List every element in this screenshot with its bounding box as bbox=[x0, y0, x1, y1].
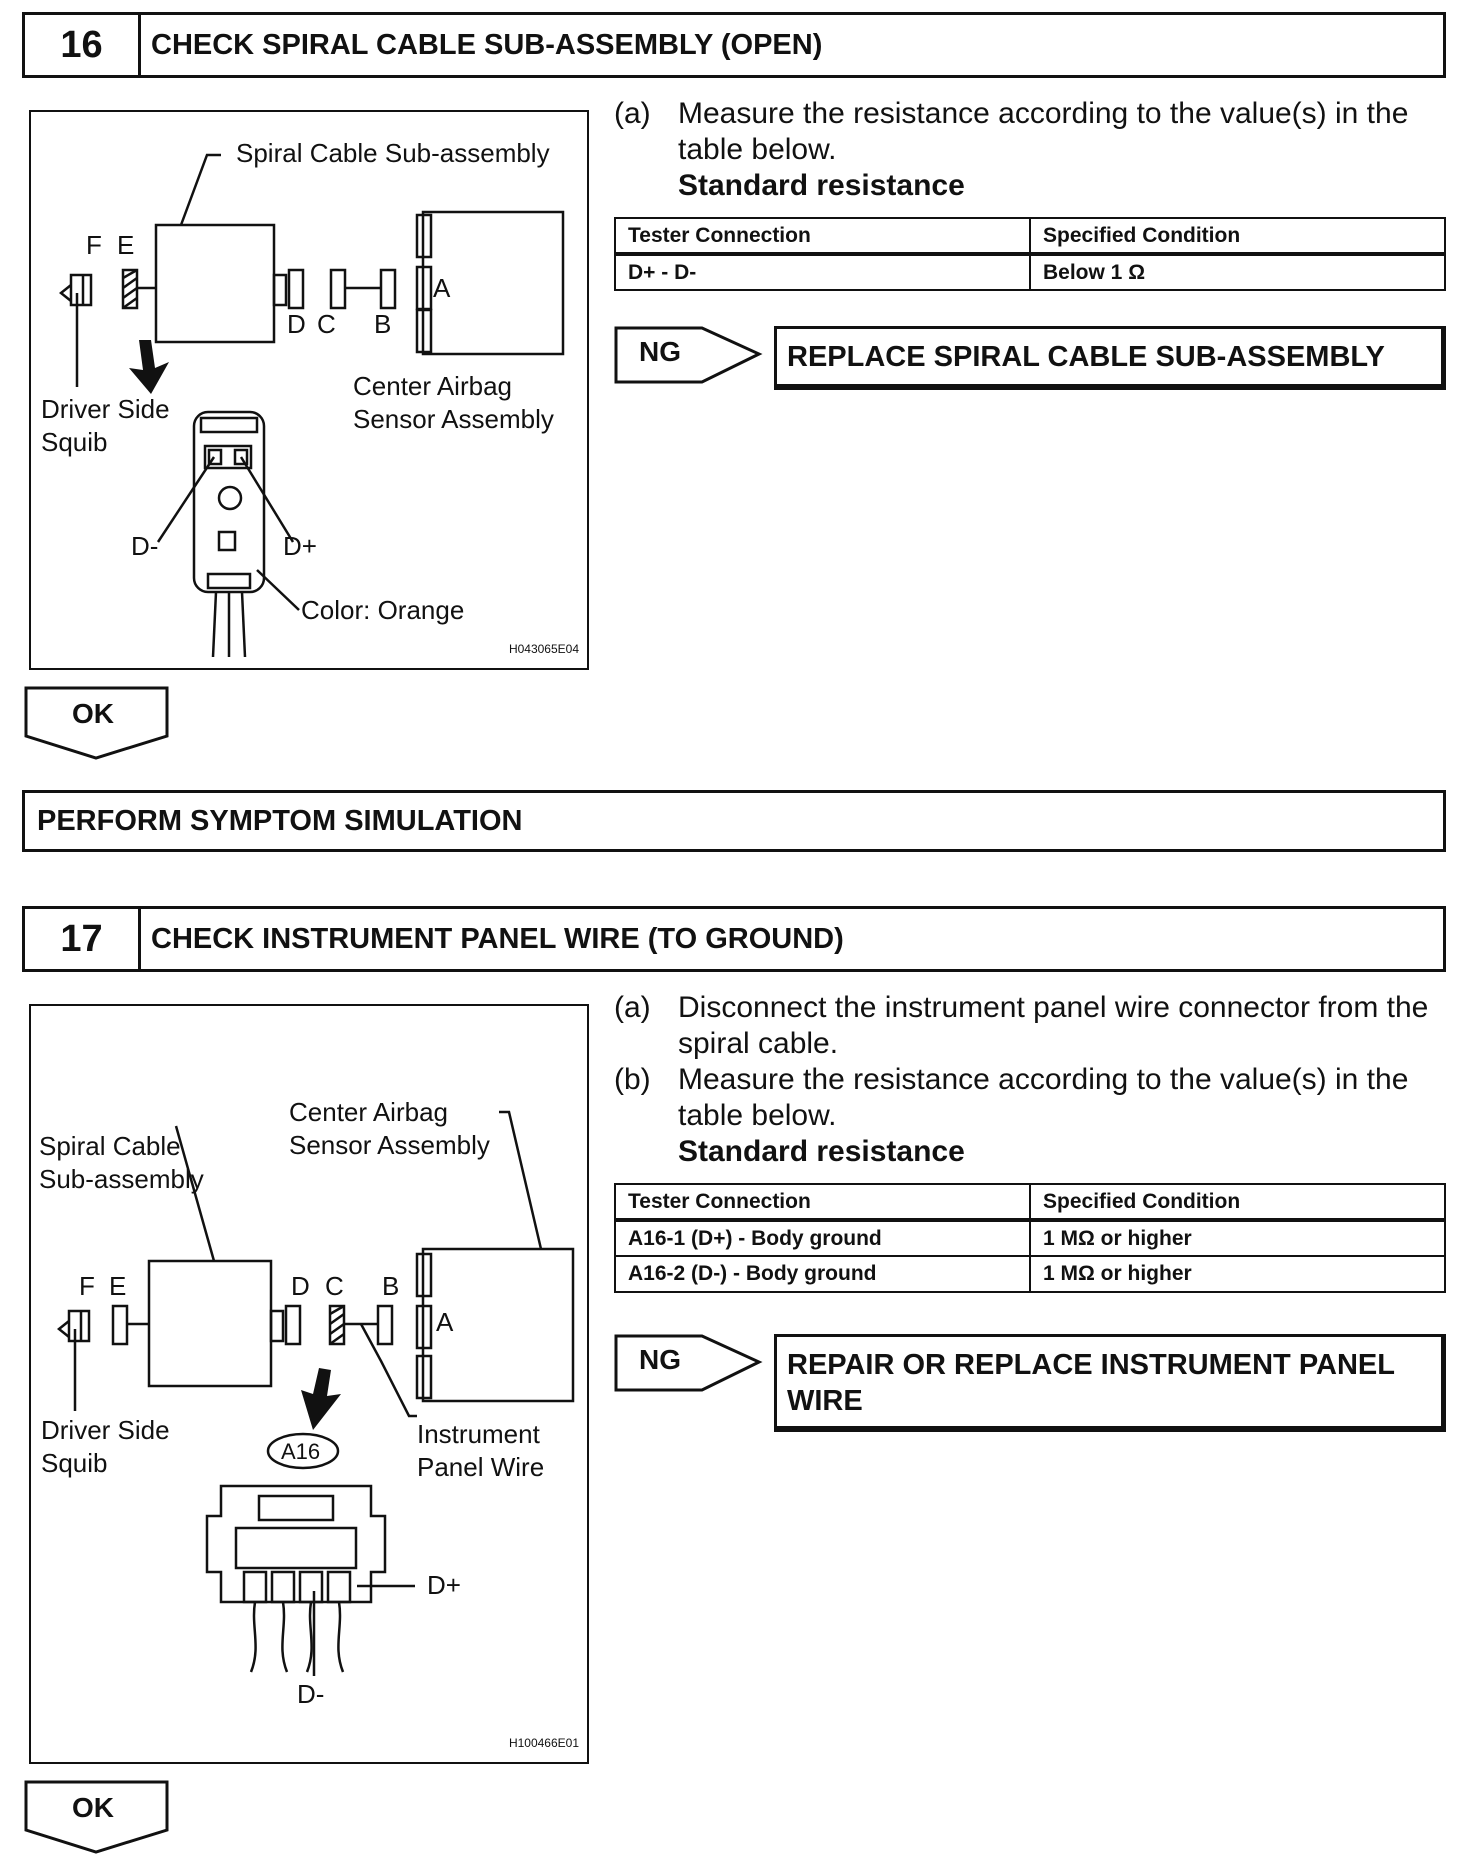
instruction-text: Measure the resistance according to the … bbox=[678, 1063, 1409, 1132]
label-a: A bbox=[436, 1307, 454, 1337]
ok-indicator: OK bbox=[24, 1780, 170, 1859]
figure-code: H100466E01 bbox=[508, 1736, 579, 1750]
label-d: D bbox=[287, 309, 306, 339]
simulation-header: PERFORM SYMPTOM SIMULATION bbox=[22, 790, 1446, 852]
label-color: Color: Orange bbox=[301, 595, 465, 625]
step-number: 17 bbox=[25, 909, 141, 969]
table-cell: 1 MΩ or higher bbox=[1029, 1255, 1446, 1293]
ng-indicator: NG bbox=[614, 1334, 764, 1399]
label-spiral-cable: Spiral Cable Sub-assembly bbox=[236, 138, 550, 168]
connector-id-label: A16 bbox=[281, 1439, 321, 1464]
instruction-label: (b) bbox=[614, 1063, 651, 1096]
table-cell: D+ - D- bbox=[614, 253, 1031, 291]
table-header: Specified Condition bbox=[1029, 217, 1446, 256]
instrument-panel-diagram: Center Airbag Sensor Assembly Spiral Cab… bbox=[29, 1004, 589, 1764]
table-cell: 1 MΩ or higher bbox=[1029, 1219, 1446, 1257]
label-d-minus: D- bbox=[297, 1679, 325, 1709]
table-cell: Below 1 Ω bbox=[1029, 253, 1446, 291]
label-center-airbag: Center Airbag Sensor Assembly bbox=[353, 371, 554, 434]
label-b: B bbox=[374, 309, 392, 339]
ok-arrow-icon bbox=[24, 686, 169, 760]
instruction-item: (b) Measure the resistance according to … bbox=[614, 1062, 1454, 1134]
ng-arrow-icon bbox=[614, 326, 763, 384]
label-instrument-panel-wire: Instrument Panel Wire bbox=[417, 1419, 545, 1482]
label-d-plus: D+ bbox=[427, 1570, 461, 1600]
label-d: D bbox=[291, 1271, 310, 1301]
instruction-text: Disconnect the instrument panel wire con… bbox=[678, 991, 1429, 1060]
step-17-header: 17 CHECK INSTRUMENT PANEL WIRE (TO GROUN… bbox=[22, 906, 1446, 972]
label-c: C bbox=[317, 309, 336, 339]
instruction-item: (a) Measure the resistance according to … bbox=[614, 96, 1454, 168]
step16-instructions: (a) Measure the resistance according to … bbox=[614, 96, 1454, 204]
label-c: C bbox=[325, 1271, 344, 1301]
standard-heading: Standard resistance bbox=[678, 169, 965, 202]
step17-instructions: (a) Disconnect the instrument panel wire… bbox=[614, 990, 1454, 1170]
ok-arrow-icon bbox=[24, 1780, 169, 1854]
label-d-plus: D+ bbox=[283, 531, 317, 561]
label-driver-side-squib: Driver Side Squib bbox=[41, 1415, 170, 1478]
label-a: A bbox=[433, 273, 451, 303]
instruction-label: (a) bbox=[614, 97, 651, 130]
table-header-row: Tester Connection Specified Condition bbox=[614, 217, 1446, 256]
table-header: Tester Connection bbox=[614, 1183, 1031, 1222]
instruction-label: (a) bbox=[614, 991, 651, 1024]
figure-code: H043065E04 bbox=[508, 642, 579, 656]
table-header-row: Tester Connection Specified Condition bbox=[614, 1183, 1446, 1222]
ok-indicator: OK bbox=[24, 686, 170, 765]
ng-arrow-icon bbox=[614, 1334, 763, 1392]
table-header: Specified Condition bbox=[1029, 1183, 1446, 1222]
ng-action-box: REPAIR OR REPLACE INSTRUMENT PANEL WIRE bbox=[774, 1334, 1446, 1432]
table-header: Tester Connection bbox=[614, 217, 1031, 256]
table-row: A16-1 (D+) - Body ground 1 MΩ or higher bbox=[614, 1219, 1446, 1257]
diagram-drawing bbox=[56, 1110, 575, 1676]
standard-heading: Standard resistance bbox=[678, 1135, 965, 1168]
label-b: B bbox=[382, 1271, 400, 1301]
label-e: E bbox=[117, 230, 135, 260]
ng-label: NG bbox=[639, 336, 681, 367]
ok-label: OK bbox=[72, 1792, 114, 1823]
diagram-drawing bbox=[58, 153, 565, 658]
step-title: CHECK SPIRAL CABLE SUB-ASSEMBLY (OPEN) bbox=[151, 28, 823, 61]
ng-label: NG bbox=[639, 1344, 681, 1375]
step17-spec-table: Tester Connection Specified Condition A1… bbox=[614, 1183, 1446, 1293]
table-cell: A16-1 (D+) - Body ground bbox=[614, 1219, 1031, 1257]
instruction-item: (a) Disconnect the instrument panel wire… bbox=[614, 990, 1454, 1062]
spiral-cable-diagram: Spiral Cable Sub-assembly F E D C B A Ce… bbox=[29, 110, 589, 670]
table-row: D+ - D- Below 1 Ω bbox=[614, 253, 1446, 291]
label-spiral-cable: Spiral Cable Sub-assembly bbox=[39, 1131, 204, 1194]
label-f: F bbox=[79, 1271, 95, 1301]
instruction-text: Measure the resistance according to the … bbox=[678, 97, 1409, 166]
step-number: 16 bbox=[25, 15, 141, 75]
label-d-minus: D- bbox=[131, 531, 159, 561]
step-16-header: 16 CHECK SPIRAL CABLE SUB-ASSEMBLY (OPEN… bbox=[22, 12, 1446, 78]
step-title: CHECK INSTRUMENT PANEL WIRE (TO GROUND) bbox=[151, 922, 844, 955]
step16-spec-table: Tester Connection Specified Condition D+… bbox=[614, 217, 1446, 291]
table-cell: A16-2 (D-) - Body ground bbox=[614, 1255, 1031, 1293]
ng-indicator: NG bbox=[614, 326, 764, 391]
label-f: F bbox=[86, 230, 102, 260]
label-e: E bbox=[109, 1271, 127, 1301]
ng-action-box: REPLACE SPIRAL CABLE SUB-ASSEMBLY bbox=[774, 326, 1446, 390]
ok-label: OK bbox=[72, 698, 114, 729]
label-center-airbag: Center Airbag Sensor Assembly bbox=[289, 1097, 490, 1160]
table-row: A16-2 (D-) - Body ground 1 MΩ or higher bbox=[614, 1255, 1446, 1293]
label-driver-side-squib: Driver Side Squib bbox=[41, 394, 170, 457]
